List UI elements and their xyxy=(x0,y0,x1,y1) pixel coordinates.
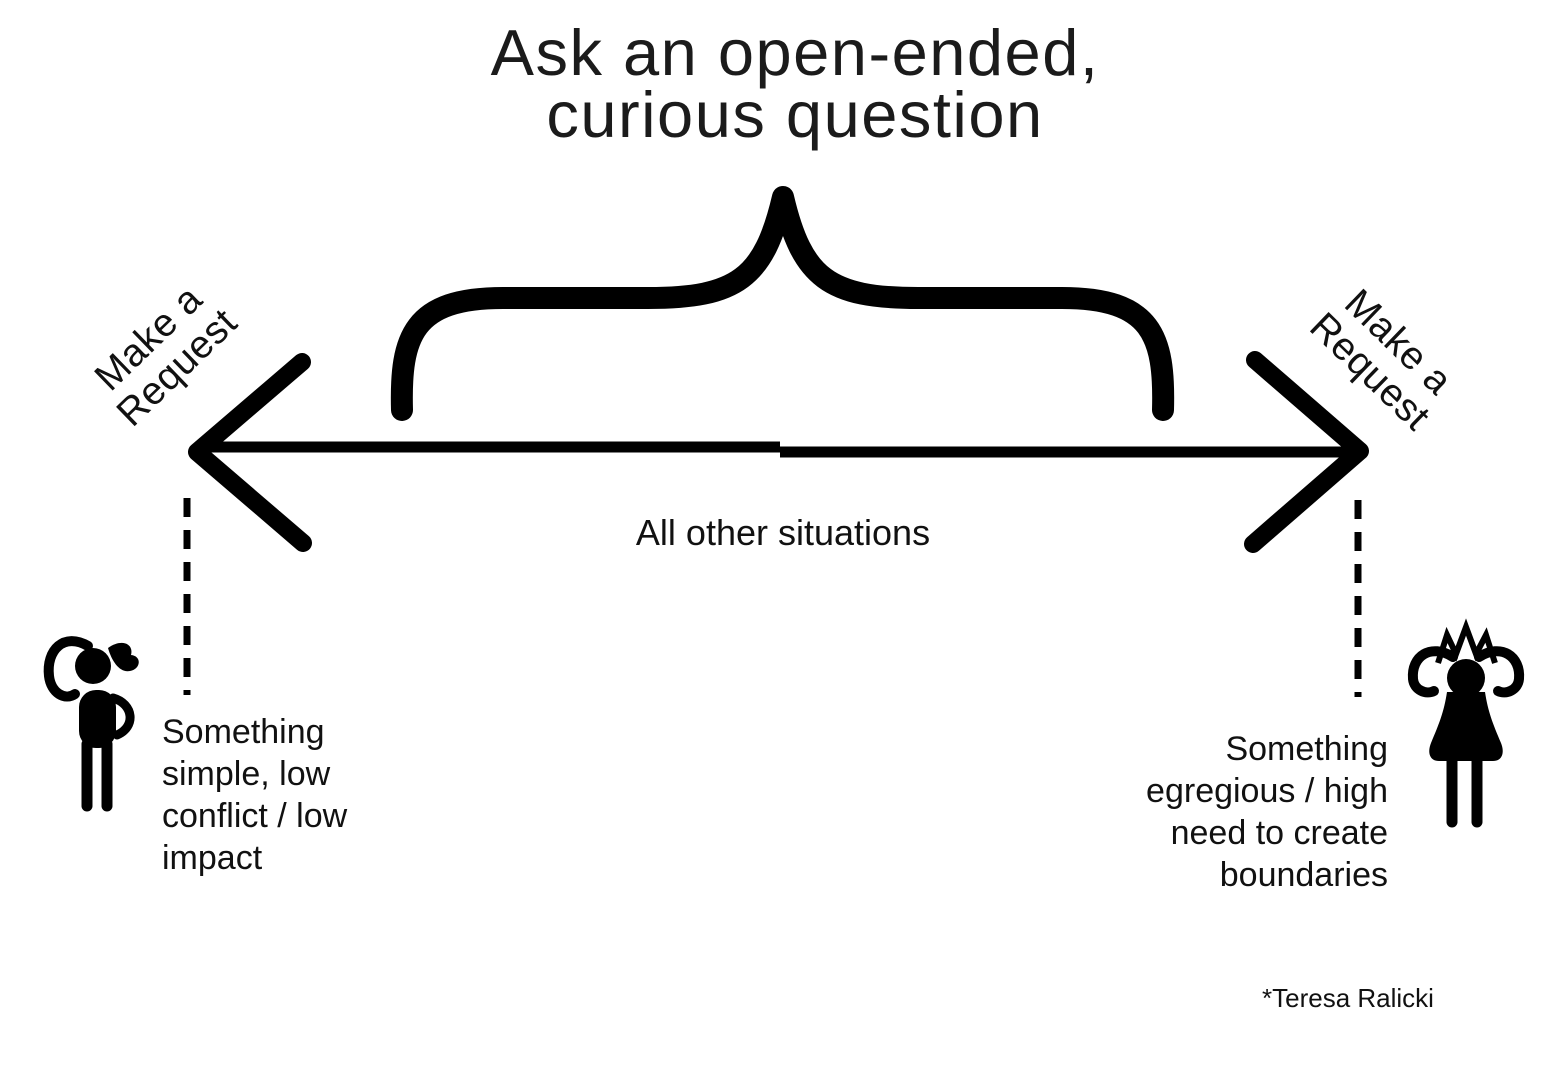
right-description-line: boundaries xyxy=(1219,856,1388,894)
right-description-line: egregious / high xyxy=(1146,772,1388,810)
center-situations-label: All other situations xyxy=(635,512,931,553)
left-description-line: conflict / low xyxy=(162,797,348,835)
left-description-line: simple, low xyxy=(162,755,331,793)
page-title: Ask an open-ended, curious question xyxy=(490,16,1100,151)
left-description-line: impact xyxy=(162,839,263,877)
left-description: Something simple, low conflict / low imp… xyxy=(162,711,347,879)
confused-person-scratching-head-icon xyxy=(43,636,139,812)
right-description-line: Something xyxy=(1225,730,1388,768)
page-title-line1: Ask an open-ended, xyxy=(490,16,1100,89)
curly-brace xyxy=(390,186,1175,421)
left-description-line: Something xyxy=(162,713,325,751)
alarmed-person-hands-on-head-icon xyxy=(1407,618,1525,828)
left-arrowhead xyxy=(188,353,312,552)
right-description: Something egregious / high need to creat… xyxy=(1146,728,1388,896)
right-arrowhead xyxy=(1244,351,1369,553)
right-description-line: need to create xyxy=(1170,814,1388,852)
page-title-line2: curious question xyxy=(546,78,1044,151)
attribution-credit: *Teresa Ralicki xyxy=(1262,983,1434,1013)
